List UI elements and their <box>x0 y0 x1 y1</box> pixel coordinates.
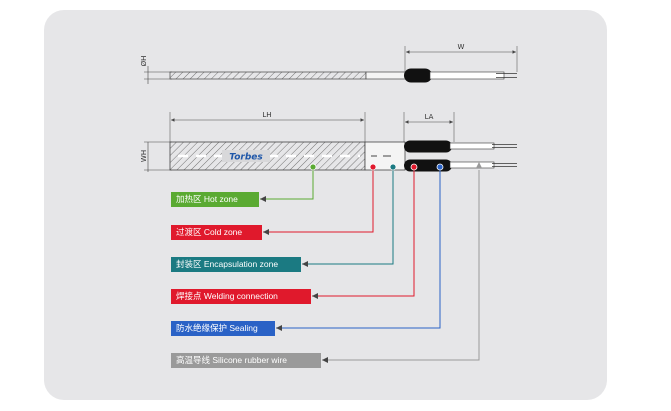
bottom-height-label: WH <box>140 150 148 162</box>
legend-hot-zone-label: 加热区 Hot zone <box>176 194 238 204</box>
legend-sealing-label: 防水绝缘保护 Sealing <box>176 323 258 333</box>
top-height-label: ØH <box>140 56 148 67</box>
lead-length-label: LA <box>425 113 434 121</box>
leader-lines <box>260 162 482 363</box>
brand-logo: Torbes <box>229 153 263 163</box>
top-sealing <box>404 68 432 83</box>
marker-seal <box>436 163 444 171</box>
legend-cold-zone-label: 过渡区 Cold zone <box>176 227 243 237</box>
legend-welding-connection: 焊接点 Welding connection <box>171 289 311 304</box>
legend-hot-zone: 加热区 Hot zone <box>171 192 259 207</box>
wire-lower <box>449 161 495 169</box>
top-view: ØH W <box>140 43 518 84</box>
top-heater-body <box>169 71 367 80</box>
leader-wire <box>322 170 480 363</box>
leader-hot <box>260 170 314 202</box>
legend-sealing: 防水绝缘保护 Sealing <box>171 321 275 336</box>
legend-silicone-rubber-wire: 高温导线 Silicone rubber wire <box>171 353 321 368</box>
leader-seal <box>276 170 441 331</box>
leader-cold <box>263 170 374 235</box>
marker-hot <box>309 163 317 171</box>
top-cold-zone <box>365 71 407 80</box>
wire-upper <box>449 142 495 150</box>
marker-encap <box>389 163 397 171</box>
marker-weld <box>410 163 418 171</box>
top-width-label: W <box>458 43 465 51</box>
top-wire-jacket <box>429 71 505 80</box>
legend-welding-connection-label: 焊接点 Welding connection <box>176 291 278 301</box>
legend-cold-zone: 过渡区 Cold zone <box>171 225 262 240</box>
leader-weld <box>312 170 415 299</box>
marker-cold <box>369 163 377 171</box>
heated-length-label: LH <box>262 111 271 119</box>
legend-encapsulation-zone: 封装区 Encapsulation zone <box>171 257 301 272</box>
legend-silicone-rubber-wire-label: 高温导线 Silicone rubber wire <box>176 355 288 365</box>
sealing-upper <box>404 140 452 153</box>
bottom-view: LH LA WH Torbes <box>140 111 517 172</box>
legend-encapsulation-zone-label: 封装区 Encapsulation zone <box>176 259 279 269</box>
marker-wire <box>476 162 482 168</box>
leader-encap <box>302 170 394 267</box>
